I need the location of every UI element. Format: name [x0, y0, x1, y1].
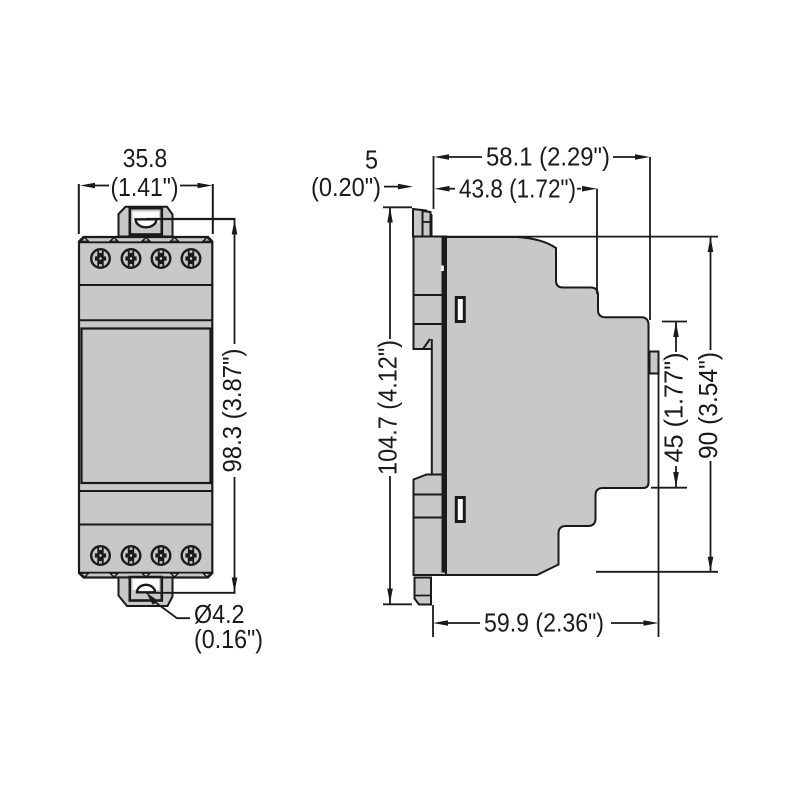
- svg-text:(0.20"): (0.20"): [311, 172, 381, 202]
- svg-text:5: 5: [365, 145, 378, 175]
- svg-text:35.8: 35.8: [123, 143, 168, 173]
- svg-text:(0.16"): (0.16"): [194, 624, 263, 654]
- svg-text:45 (1.77"): 45 (1.77"): [659, 353, 689, 463]
- svg-text:104.7 (4.12"): 104.7 (4.12"): [373, 340, 403, 475]
- svg-text:98.3 (3.87"): 98.3 (3.87"): [217, 349, 247, 473]
- svg-text:43.8 (1.72"): 43.8 (1.72"): [459, 173, 576, 203]
- svg-text:Ø4.2: Ø4.2: [194, 599, 245, 629]
- svg-text:90 (3.54"): 90 (3.54"): [693, 352, 723, 459]
- svg-text:(1.41"): (1.41"): [111, 172, 179, 202]
- svg-text:58.1 (2.29"): 58.1 (2.29"): [486, 142, 610, 172]
- svg-text:59.9 (2.36"): 59.9 (2.36"): [484, 607, 604, 637]
